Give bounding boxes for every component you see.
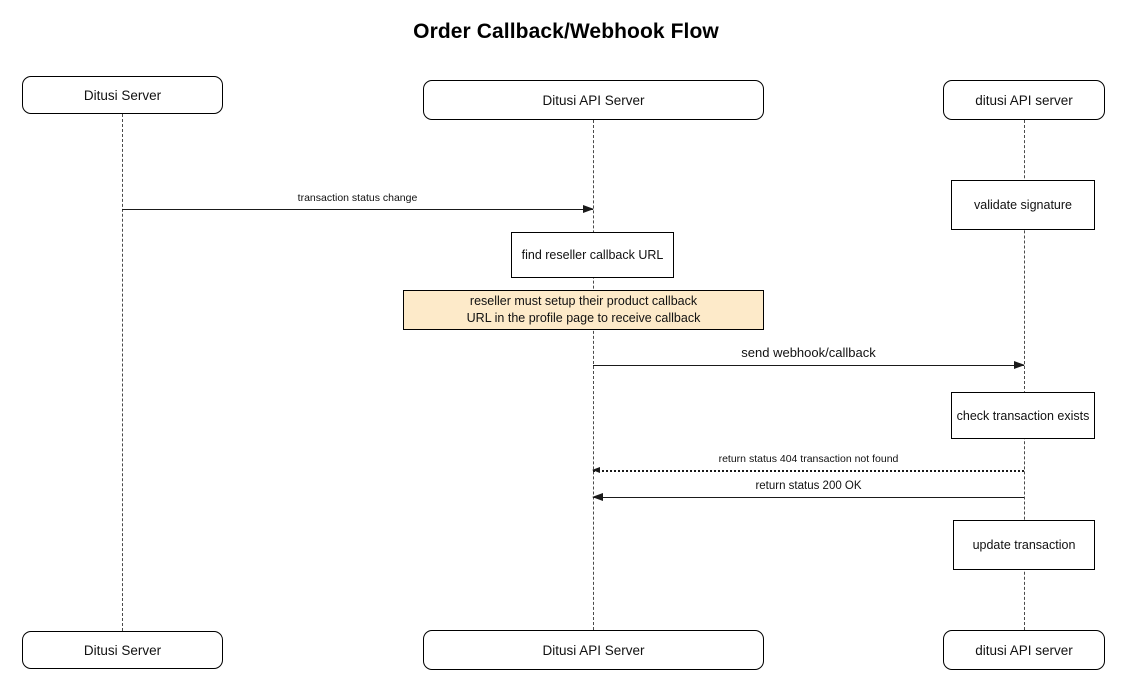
participant-ditusi-api-server-header[interactable]: Ditusi API Server bbox=[423, 80, 764, 120]
message-label: send webhook/callback bbox=[741, 345, 876, 360]
action-box-label: find reseller callback URL bbox=[521, 248, 664, 262]
action-box-label: validate signature bbox=[974, 198, 1072, 212]
message-label: return status 404 transaction not found bbox=[718, 453, 899, 465]
participant-ditusi-server-footer[interactable]: Ditusi Server bbox=[22, 631, 223, 669]
participant-ditusi-api-server-footer[interactable]: Ditusi API Server bbox=[423, 630, 764, 670]
participant-ditusi-server-header[interactable]: Ditusi Server bbox=[22, 76, 223, 114]
participant-label: Ditusi Server bbox=[83, 642, 162, 658]
participant-ditusi-api-server-lower-footer[interactable]: ditusi API server bbox=[943, 630, 1105, 670]
message-line bbox=[593, 470, 1024, 472]
note-text-line2: URL in the profile page to receive callb… bbox=[466, 311, 701, 325]
action-box-check-transaction-exists[interactable]: check transaction exists bbox=[951, 392, 1095, 439]
note-reseller-callback-note[interactable]: reseller must setup their product callba… bbox=[403, 290, 764, 330]
message-line bbox=[122, 209, 593, 210]
message-label: transaction status change bbox=[297, 192, 418, 204]
message-label: return status 200 OK bbox=[755, 480, 862, 492]
participant-label: Ditusi API Server bbox=[542, 642, 645, 658]
action-box-validate-signature[interactable]: validate signature bbox=[951, 180, 1095, 230]
note-text-line1: reseller must setup their product callba… bbox=[469, 294, 698, 308]
arrowhead-left-icon bbox=[592, 492, 603, 501]
action-box-label: check transaction exists bbox=[956, 408, 1090, 423]
arrowhead-right-icon bbox=[583, 204, 594, 213]
arrowhead-left-icon bbox=[592, 466, 600, 473]
action-box-find-reseller-callback-url[interactable]: find reseller callback URL bbox=[511, 232, 674, 278]
participant-ditusi-api-server-lower-header[interactable]: ditusi API server bbox=[943, 80, 1105, 120]
action-box-update-transaction[interactable]: update transaction bbox=[953, 520, 1095, 570]
arrowhead-right-icon bbox=[1014, 360, 1025, 369]
participant-label: Ditusi Server bbox=[83, 87, 162, 103]
action-box-label: update transaction bbox=[972, 538, 1076, 552]
lifeline-ditusi-server bbox=[122, 114, 123, 631]
message-line bbox=[593, 497, 1024, 498]
participant-label: ditusi API server bbox=[975, 642, 1073, 658]
participant-label: Ditusi API Server bbox=[542, 92, 645, 108]
lifeline-ditusi-api-server bbox=[593, 120, 594, 630]
message-line bbox=[593, 365, 1024, 366]
page-title: Order Callback/Webhook Flow bbox=[413, 20, 719, 43]
participant-label: ditusi API server bbox=[975, 92, 1073, 108]
lifeline-ditusi-api-server-lower bbox=[1024, 120, 1025, 630]
